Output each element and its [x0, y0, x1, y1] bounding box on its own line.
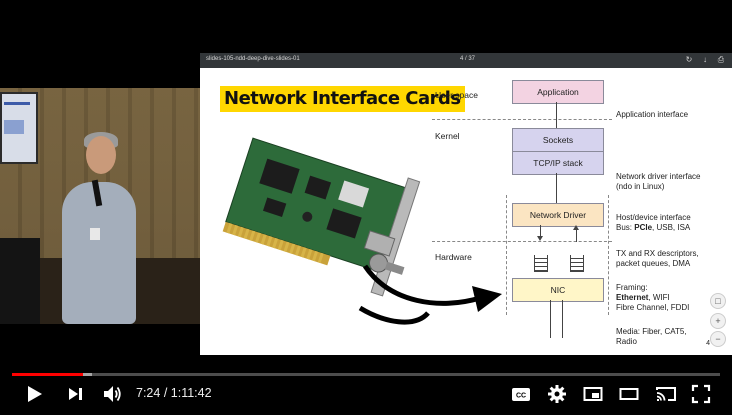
total-time: 1:11:42: [170, 386, 212, 400]
podium: [0, 238, 40, 324]
sockets-box: Sockets: [512, 128, 604, 152]
closed-captions-icon: CC: [512, 388, 530, 401]
tx-queue-icon: [534, 255, 548, 272]
note-network-driver-interface: Network driver interface (ndo in Linux): [616, 172, 701, 191]
tcpip-stack-box: TCP/IP stack: [512, 151, 604, 175]
note-application-interface: Application interface: [616, 110, 689, 119]
connector-nic-media-2: [562, 300, 563, 338]
note-host-device-interface: Host/device interface Bus: PCIe, USB, IS…: [616, 213, 691, 232]
mute-button[interactable]: [102, 384, 124, 404]
current-time: 7:24: [136, 386, 161, 400]
connector-driver-tx: [540, 225, 541, 237]
user-kernel-divider: [432, 119, 612, 120]
note-tx-rx-descriptors: TX and RX descriptors, packet queues, DM…: [616, 249, 699, 268]
connector-nic-media-1: [550, 300, 551, 338]
layer-label-user-space: User space: [435, 90, 478, 100]
connector-stack-driver: [556, 173, 557, 203]
driver-group-right-edge: [608, 195, 609, 315]
application-box: Application: [512, 80, 604, 104]
miniplayer-button[interactable]: [583, 384, 603, 404]
progress-bar[interactable]: [12, 373, 720, 376]
gear-icon: [548, 385, 566, 403]
pdf-page-indicator: 4 / 37: [460, 56, 476, 62]
svg-text:CC: CC: [516, 393, 526, 400]
settings-button[interactable]: [547, 384, 567, 404]
nic-box: NIC: [512, 278, 604, 302]
note-framing: Framing: Ethernet, WIFI Fibre Channel, F…: [616, 283, 690, 312]
download-icon: ↓: [703, 55, 707, 64]
driver-group-left-edge: [506, 195, 507, 315]
miniplayer-icon: [583, 387, 603, 401]
fullscreen-button[interactable]: [691, 384, 711, 404]
kernel-hardware-divider: [432, 241, 612, 242]
skip-next-icon: [69, 388, 82, 400]
pdf-viewer-toolbar: slides-105-ndd-deep-dive-slides-01 4 / 3…: [200, 53, 732, 68]
play-icon: [28, 386, 42, 402]
layer-label-hardware: Hardware: [435, 252, 472, 262]
cast-button[interactable]: [655, 384, 677, 404]
layer-label-kernel: Kernel: [435, 131, 460, 141]
connector-driver-rx: [576, 230, 577, 242]
slide-number: 4: [706, 340, 710, 347]
next-button[interactable]: [67, 384, 85, 404]
connector-app-sockets: [556, 102, 557, 128]
print-icon: ⎙: [717, 55, 725, 64]
subtitles-button[interactable]: CC: [511, 384, 531, 404]
pdf-document-title: slides-105-ndd-deep-dive-slides-01: [206, 56, 300, 62]
curved-arrow: [362, 264, 502, 312]
name-badge: [90, 228, 100, 240]
zoom-in-button[interactable]: +: [710, 313, 726, 329]
cast-icon: [656, 387, 676, 401]
time-display: 7:24 / 1:11:42: [136, 386, 212, 400]
rx-queue-icon: [570, 255, 584, 272]
fit-page-button[interactable]: □: [710, 293, 726, 309]
rotate-icon: ↻: [685, 55, 693, 64]
theater-mode-button[interactable]: [619, 384, 639, 404]
zoom-out-button[interactable]: −: [710, 331, 726, 347]
tx-arrow: [537, 236, 543, 241]
network-driver-box: Network Driver: [512, 203, 604, 227]
speaker-head: [86, 136, 116, 174]
note-media: Media: Fiber, CAT5, Radio: [616, 327, 687, 346]
network-card-image: [222, 137, 430, 325]
progress-played: [12, 373, 83, 376]
fullscreen-icon: [691, 384, 711, 404]
slide-title: Network Interface Cards: [220, 86, 465, 112]
slide-frame: slides-105-ndd-deep-dive-slides-01 4 / 3…: [200, 53, 732, 355]
projection-screen: [0, 92, 38, 164]
theater-mode-icon: [619, 388, 639, 400]
rx-arrow: [573, 225, 579, 230]
volume-icon: [104, 386, 121, 402]
time-separator: /: [160, 386, 171, 400]
play-button[interactable]: [26, 384, 44, 404]
speaker-camera-feed: [0, 88, 200, 324]
